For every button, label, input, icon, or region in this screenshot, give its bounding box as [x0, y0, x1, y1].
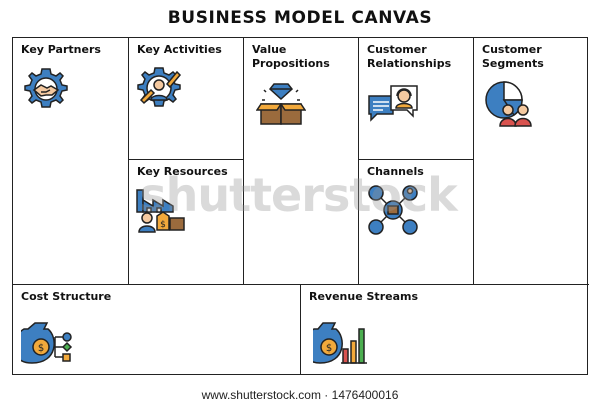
block-key-partners: Key Partners [13, 38, 129, 284]
block-key-resources: Key Resources $ [129, 160, 244, 284]
footer-credit: www.shutterstock.com · 1476400016 [201, 388, 399, 402]
block-cost-structure: Cost Structure $ [13, 284, 301, 374]
support-agent-chat-icon [368, 85, 418, 122]
block-value-propositions: Value Propositions [244, 38, 359, 284]
money-bag-bar-chart-icon: $ [313, 322, 367, 364]
block-label: Key Activities [137, 43, 222, 56]
factory-worker-money-icon: $ [136, 189, 185, 233]
box-diamond-icon [256, 83, 306, 125]
block-label: Channels [367, 165, 424, 178]
money-bag-flow-icon: $ [21, 322, 73, 364]
block-label: Key Resources [137, 165, 228, 178]
block-label: Customer Relationships [367, 43, 452, 70]
block-label: Value Propositions [252, 43, 330, 70]
block-key-activities: Key Activities [129, 38, 244, 160]
block-label: Customer Segments [482, 43, 544, 70]
svg-text:$: $ [326, 343, 332, 354]
block-customer-relationships: Customer Relationships [359, 38, 474, 160]
business-model-canvas: Key Partners Key Activities Key Re [12, 37, 589, 375]
canvas-title: BUSINESS MODEL CANVAS [167, 8, 433, 28]
handshake-gear-icon [24, 68, 68, 108]
worker-wrench-gear-icon [137, 67, 182, 107]
pie-chart-people-icon [485, 81, 532, 127]
block-channels: Channels [359, 160, 474, 284]
block-revenue-streams: Revenue Streams $ [301, 284, 589, 374]
block-label: Revenue Streams [309, 290, 419, 303]
svg-text:$: $ [38, 343, 44, 354]
block-label: Key Partners [21, 43, 101, 56]
block-customer-segments: Customer Segments [474, 38, 589, 284]
svg-text:$: $ [160, 220, 166, 230]
block-label: Cost Structure [21, 290, 112, 303]
network-channels-icon [368, 185, 418, 235]
